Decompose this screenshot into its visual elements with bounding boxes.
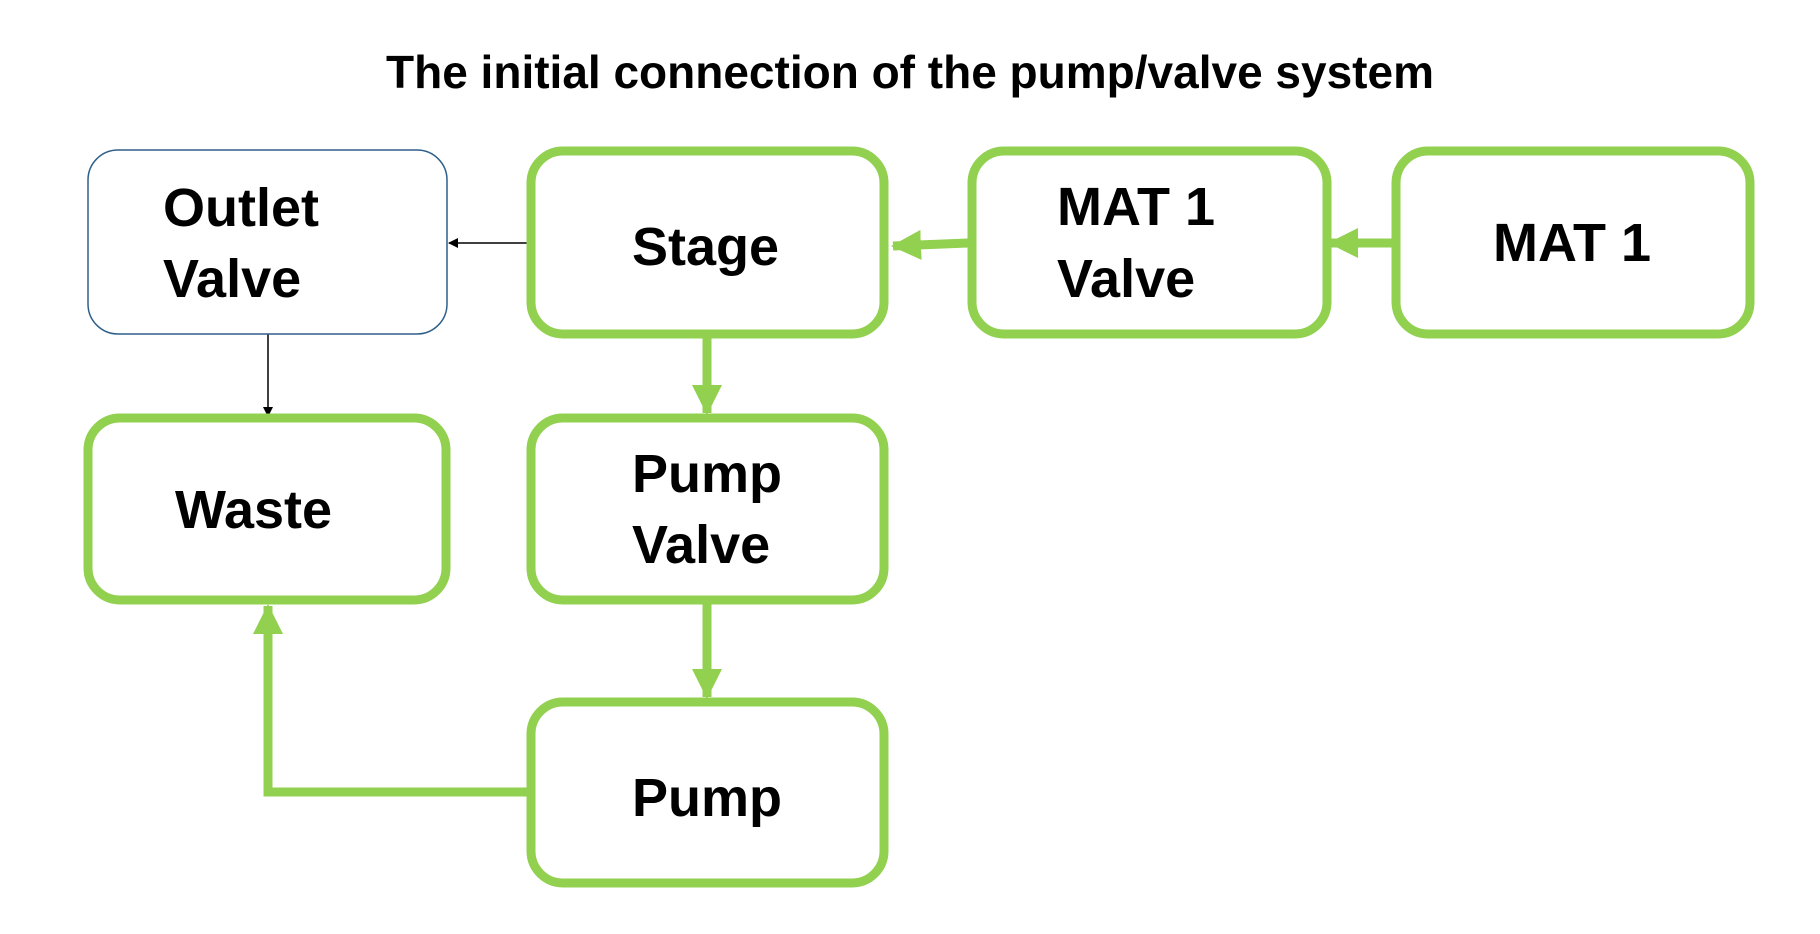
mat1-valve-box [967,146,1332,339]
stage-box [526,146,889,339]
mat1-valve-label-line2: Valve [1057,249,1195,309]
mat1-label: MAT 1 [1493,213,1651,273]
node-mat1-valve: MAT 1 Valve [967,146,1332,339]
node-mat1: MAT 1 [1391,146,1755,339]
connector-pump-to-waste [253,604,531,797]
pump-valve-label-line2: Valve [632,515,770,575]
connector-mat1-valve-to-stage [891,229,969,260]
outlet-valve-box [87,149,448,335]
mat1-box [1391,146,1755,339]
waste-box [83,413,451,605]
pump-label: Pump [632,768,782,828]
pump-box [526,697,889,888]
mat1-valve-label-line1: MAT 1 [1057,177,1215,237]
node-outlet-valve: Outlet Valve [87,149,448,335]
node-pump: Pump [526,697,889,888]
node-pump-valve: Pump Valve [526,413,889,605]
outlet-valve-label-line1: Outlet [163,178,319,238]
pump-valve-label-line1: Pump [632,444,782,504]
node-stage: Stage [526,146,889,339]
stage-label: Stage [632,217,779,277]
outlet-valve-label-line2: Valve [163,249,301,309]
node-waste: Waste [83,413,451,605]
pump-valve-box [526,413,889,605]
waste-label: Waste [175,480,332,540]
diagram-title: The initial connection of the pump/valve… [386,46,1434,98]
